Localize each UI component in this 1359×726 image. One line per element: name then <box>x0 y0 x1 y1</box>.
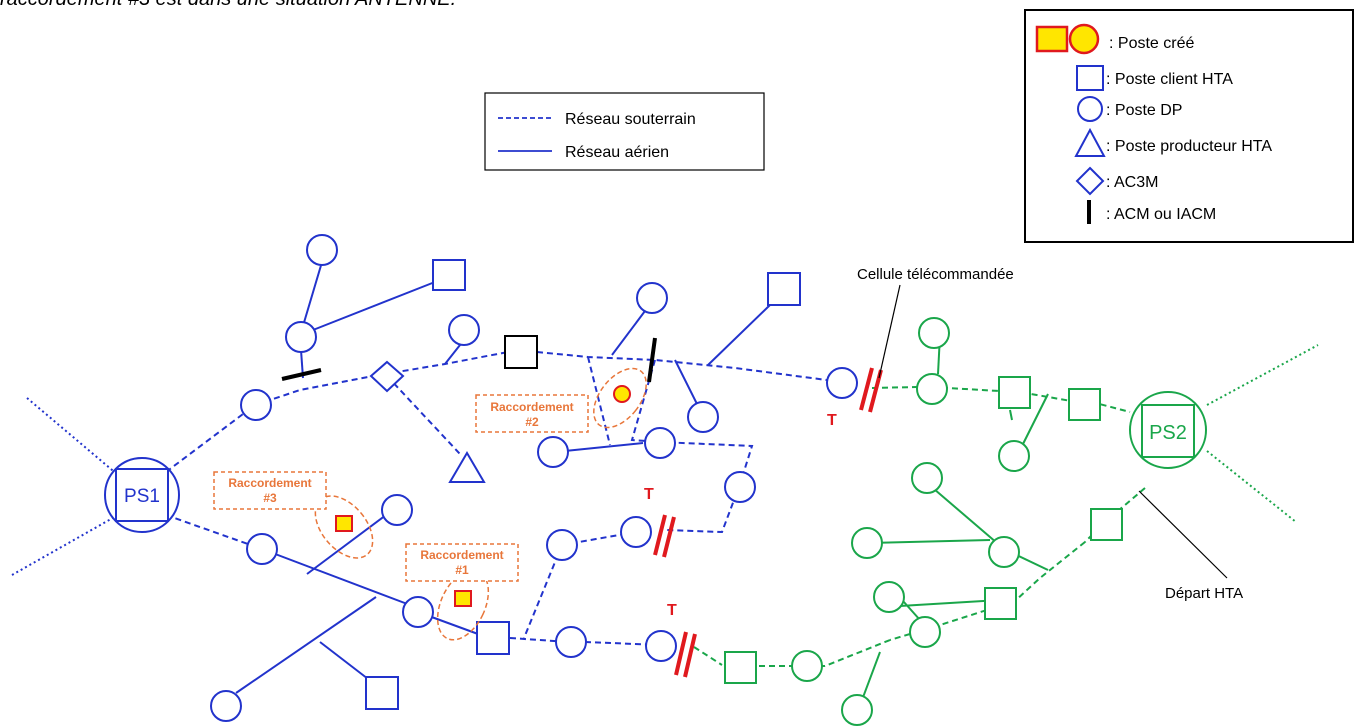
raccordement-1-label: Raccordement <box>420 548 503 562</box>
poste-client-node <box>984 587 1017 620</box>
ps1-label: PS1 <box>124 486 160 507</box>
legend-acm-label: : ACM ou IACM <box>1106 206 1216 223</box>
poste-dp-node <box>724 471 756 503</box>
poste-dp-node <box>644 427 676 459</box>
poste-client-node <box>998 376 1031 409</box>
ac3m-node <box>369 360 405 393</box>
network-legend: Réseau souterrain Réseau aérien <box>484 92 765 171</box>
poste-dp-node <box>555 626 587 658</box>
poste-client-node <box>1068 388 1101 421</box>
poste-dp-node <box>687 401 719 433</box>
raccordement-2-label: Raccordement <box>490 400 573 414</box>
poste-client-node <box>432 259 466 291</box>
raccordement-1: Raccordement #1 <box>405 543 519 641</box>
poste-dp-node <box>909 616 941 648</box>
producer-node <box>448 451 486 483</box>
poste-client-node <box>476 621 510 655</box>
cell-annotation: Cellule télécommandée <box>857 266 1014 283</box>
annotations: Cellule télécommandée Départ HTA <box>857 266 1243 602</box>
ps2-label: PS2 <box>1149 422 1187 444</box>
raccordement-3-label: Raccordement <box>228 476 311 490</box>
poste-client-black-node <box>504 335 538 369</box>
poste-dp-node <box>246 533 278 565</box>
created-station-icon <box>1035 23 1100 55</box>
poste-dp-node <box>448 314 480 346</box>
telecommand-marker: T <box>827 412 837 429</box>
poste-dp-node <box>285 321 317 353</box>
circle-icon <box>1077 96 1103 122</box>
legend-aerial-label: Réseau aérien <box>565 144 669 161</box>
ps1-substation: PS1 <box>104 457 180 533</box>
poste-client-node <box>1090 508 1123 541</box>
legend-dp-label: : Poste DP <box>1106 102 1182 119</box>
legend-created-label: : Poste créé <box>1109 35 1194 52</box>
poste-dp-node <box>916 373 948 405</box>
created-square-station-icon <box>335 515 353 532</box>
telecommand-cells <box>653 367 883 678</box>
raccordement-2: Raccordement #2 <box>475 367 647 433</box>
created-circle-station-icon <box>613 385 631 403</box>
acm-bar-icon <box>647 337 657 383</box>
blue-stations <box>210 234 858 722</box>
legend-ac3m-label: : AC3M <box>1106 174 1158 191</box>
poste-dp-node <box>873 581 905 613</box>
poste-dp-node <box>210 690 242 722</box>
legend-producer-label: : Poste producteur HTA <box>1106 138 1272 155</box>
legend-underground-label: Réseau souterrain <box>565 111 696 128</box>
diamond-icon <box>1075 166 1105 196</box>
poste-dp-node <box>911 462 943 494</box>
green-network <box>693 334 1319 701</box>
green-stations <box>724 317 1123 726</box>
poste-dp-node <box>402 596 434 628</box>
poste-dp-node <box>546 529 578 561</box>
ps2-substation: PS2 <box>1129 391 1207 469</box>
telecommand-marker: T <box>667 602 677 619</box>
symbol-legend: : Poste créé : Poste client HTA : Poste … <box>1024 9 1354 243</box>
poste-dp-node <box>841 694 873 726</box>
poste-dp-node <box>620 516 652 548</box>
header-text: raccordement #3 est dans une situation A… <box>0 0 456 11</box>
raccordement-3-number: #3 <box>263 491 277 505</box>
raccordement-1-number: #1 <box>455 563 469 577</box>
poste-dp-node <box>998 440 1030 472</box>
acm-bar-icon <box>281 368 322 381</box>
depart-annotation: Départ HTA <box>1165 585 1243 602</box>
poste-dp-node <box>826 367 858 399</box>
poste-dp-node <box>381 494 413 526</box>
raccordement-3: Raccordement #3 <box>213 471 374 559</box>
telecommand-marker: T <box>644 486 654 503</box>
poste-dp-node <box>851 527 883 559</box>
poste-dp-node <box>645 630 677 662</box>
poste-dp-node <box>537 436 569 468</box>
poste-client-node <box>724 651 757 684</box>
legend-client-label: : Poste client HTA <box>1106 71 1233 88</box>
poste-dp-node <box>240 389 272 421</box>
poste-dp-node <box>791 650 823 682</box>
triangle-icon <box>1074 127 1106 157</box>
poste-client-node <box>365 676 399 710</box>
square-icon <box>1076 65 1104 91</box>
poste-client-node <box>767 272 801 306</box>
poste-dp-node <box>988 536 1020 568</box>
created-square-station-icon <box>454 590 472 607</box>
poste-dp-node <box>636 282 668 314</box>
raccordement-2-number: #2 <box>525 415 539 429</box>
poste-dp-node <box>306 234 338 266</box>
poste-dp-node <box>918 317 950 349</box>
